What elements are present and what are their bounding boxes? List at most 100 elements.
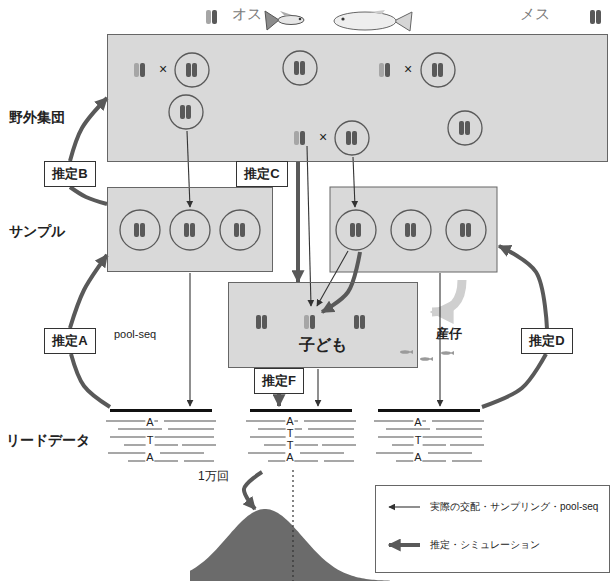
chromosome: [350, 223, 355, 237]
estimate-arrow: [277, 393, 281, 406]
chromosome: [596, 10, 601, 24]
female-circle: [421, 53, 455, 87]
reference-bar: [250, 409, 352, 412]
cross-mark: ×: [404, 61, 412, 77]
chromosome: [192, 63, 197, 77]
fry-fish: [400, 350, 410, 354]
read-line: [452, 460, 482, 462]
estimate-arrow: [499, 246, 547, 329]
birth-label: 産仔: [436, 327, 462, 342]
read-line: [160, 452, 204, 454]
chromosome: [186, 63, 191, 77]
read-line: [182, 444, 216, 446]
base-letter: T: [414, 435, 423, 446]
read-line: [250, 436, 288, 438]
female-circle: [170, 210, 210, 250]
estimate-box: 推定C: [236, 161, 287, 187]
legend-arrow: [389, 543, 420, 547]
estimate-arrow: [244, 472, 262, 509]
read-line: [300, 452, 344, 454]
legend-sample: [384, 500, 424, 514]
read-line: [450, 444, 484, 446]
female-circle: [448, 111, 482, 145]
estimate-box: 推定D: [521, 328, 572, 354]
actual-arrow: [353, 157, 355, 207]
chromosome: [294, 131, 299, 145]
chromosome: [304, 315, 309, 329]
estimate-connector: [70, 187, 107, 204]
legend-sample: [384, 538, 424, 552]
null-distribution: [190, 509, 390, 581]
read-line: [110, 436, 148, 438]
base-letter: A: [145, 452, 154, 463]
chromosome: [356, 223, 361, 237]
read-line: [378, 436, 416, 438]
estimate-arrow: [71, 354, 110, 407]
chromosome: [411, 223, 416, 237]
legend-text: 実際の交配・サンプリング・pool-seq: [430, 500, 598, 514]
actual-arrow: [187, 131, 190, 207]
female-fish-body: [334, 12, 396, 30]
chromosome: [294, 61, 299, 75]
chromosome: [134, 63, 139, 77]
male-fish-fin: [280, 11, 292, 16]
node-text: 推定B: [52, 165, 87, 183]
base-letter: T: [286, 428, 295, 439]
fry-fish: [420, 357, 430, 361]
fish-eye: [299, 18, 302, 21]
chromosome: [134, 223, 139, 237]
read-line: [184, 460, 214, 462]
chromosome: [190, 223, 195, 237]
legend-row: 推定・シミュレーション: [384, 538, 540, 552]
chromosome: [180, 105, 185, 119]
female-circle: [335, 121, 369, 155]
female-circle: [220, 210, 260, 250]
female-circle: [283, 51, 317, 85]
chromosome: [140, 63, 145, 77]
read-line: [292, 436, 354, 438]
fish-eye: [341, 17, 344, 20]
base-letter: A: [285, 416, 294, 427]
chromosome: [466, 223, 471, 237]
estimate-connector: [70, 255, 107, 328]
female-fish-tail: [394, 12, 412, 31]
chromosome: [212, 10, 217, 24]
estimate-connector: [70, 98, 107, 161]
chromosome: [186, 105, 191, 119]
read-line: [428, 452, 472, 454]
estimate-box: 推定B: [44, 161, 95, 187]
group-box: サンプル: [107, 187, 273, 272]
chromosome: [438, 63, 443, 77]
chromosome: [184, 223, 189, 237]
read-line: [322, 444, 356, 446]
chromosome: [459, 121, 464, 135]
read-line: [386, 428, 430, 430]
legend-box: 実際の交配・サンプリング・pool-seq 推定・シミュレーション: [375, 485, 610, 573]
base-letter: A: [413, 417, 422, 428]
chromosome: [379, 63, 384, 77]
cross-mark: ×: [159, 61, 167, 77]
node-text: 推定D: [529, 332, 564, 350]
reference-bar: [378, 409, 480, 412]
chromosome: [310, 315, 315, 329]
row-label: リードデータ: [6, 432, 90, 448]
sex-label: オス: [232, 5, 262, 22]
node-text: 子ども: [229, 335, 417, 356]
node-text: 野外集団: [9, 109, 65, 127]
chromosome: [354, 315, 359, 329]
base-letter: T: [146, 435, 155, 446]
method-label: pool-seq: [114, 328, 156, 341]
read-line: [304, 420, 356, 422]
actual-arrow: [317, 369, 318, 406]
box-fill: [107, 34, 608, 162]
read-line: [118, 428, 162, 430]
female-circle: [391, 210, 431, 250]
male-fish-body: [278, 16, 304, 25]
sex-label: メス: [520, 5, 550, 22]
female-circle: [336, 210, 376, 250]
female-circle: [175, 53, 209, 87]
estimate-arrow: [482, 354, 546, 407]
chromosome: [460, 223, 465, 237]
female-circle: [446, 210, 486, 250]
